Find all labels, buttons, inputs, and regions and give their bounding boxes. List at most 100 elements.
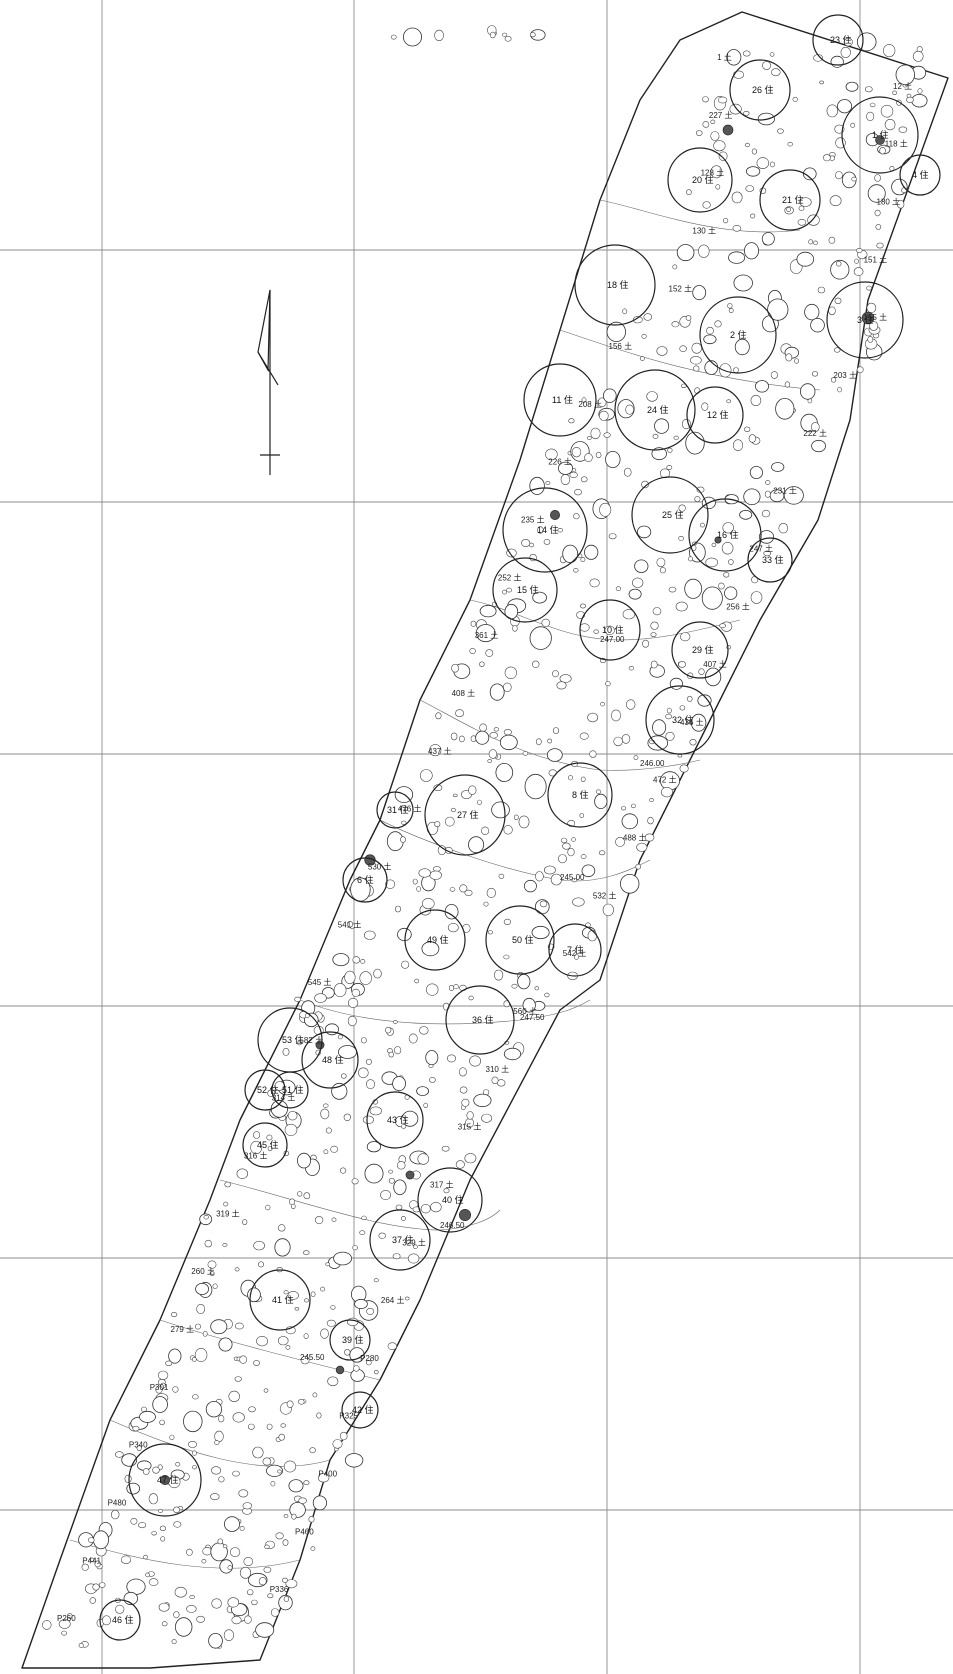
pit [115,1604,125,1614]
pit [732,225,742,232]
pit [284,1123,298,1136]
pit [743,488,761,506]
pit-label: 408 土 [452,688,476,698]
pit [303,1480,310,1486]
pit [692,285,707,301]
hearth-feature [335,1365,345,1375]
pit-label: 180 土 [877,197,901,207]
pit [573,954,579,960]
house-outline [341,1391,379,1429]
pit [340,1167,347,1174]
pit [417,1153,430,1165]
pit [615,837,625,847]
pit [656,346,668,356]
pit [556,681,567,690]
pit [579,813,585,818]
pit [636,525,652,539]
pit-label: 542 土 [563,948,587,958]
pit [756,157,769,169]
pit [138,1522,147,1529]
pit [631,803,636,809]
pit [308,1515,315,1523]
pit [421,898,435,910]
pit [171,1312,178,1318]
pit [218,1476,225,1483]
pit [473,1093,492,1108]
pit [503,918,512,926]
pit [813,240,818,245]
pit [750,591,763,604]
pit [312,1392,318,1398]
pit [89,1597,97,1604]
house-label: 12 住 [707,409,729,420]
pit [388,1178,395,1184]
pit [390,34,397,40]
pit [429,744,442,757]
pit [610,709,621,722]
pit [291,1513,297,1520]
pit [152,1466,160,1474]
pit [264,1544,270,1550]
pit [762,61,772,70]
pit [359,1230,366,1235]
pit [867,184,886,203]
pit [572,897,585,907]
pit-label: 541 土 [338,919,362,929]
pit [314,1216,324,1225]
pit [468,995,474,1001]
pit [587,435,592,440]
house-label: 45 住 [257,1139,279,1150]
pit [502,682,512,692]
pit [239,1355,248,1364]
pit-label: 582 土 [299,1035,323,1045]
pit [160,1382,166,1389]
pit [366,1307,375,1315]
pit-label: 361 土 [475,630,499,640]
pit [479,661,485,667]
pit-label: 319 土 [216,1208,240,1218]
pit [778,522,789,534]
pit [402,27,422,47]
pit [174,1617,193,1637]
pit [584,544,599,560]
pit [800,383,816,400]
pit [602,388,617,403]
pit [874,209,881,217]
pit [522,751,529,756]
pit [568,418,575,424]
pit [491,801,510,819]
pit [212,1283,218,1289]
pit [303,1192,311,1200]
pit [834,297,842,304]
house-outline [492,557,558,623]
pit [252,1446,264,1459]
pit-label: 329 土 [402,1237,426,1247]
pit [168,1348,182,1364]
excavation-boundary [21,11,949,1669]
pit [173,1506,180,1514]
pit [560,473,571,485]
pit [294,996,301,1003]
pit [412,878,418,885]
hearth-feature [875,135,885,145]
house-outline [812,14,864,66]
pit [641,333,647,339]
pit [642,639,650,648]
pit [552,670,559,678]
pit [590,427,601,440]
pit [466,1111,474,1120]
pit [159,1525,166,1532]
pit-label: 235 土 [521,515,545,525]
pit [587,712,599,723]
pit [560,837,568,844]
pit [620,873,640,894]
pit [602,903,614,917]
pit [300,1355,310,1365]
pit [277,1336,289,1346]
pit [359,971,372,985]
pit [690,713,707,732]
pit [89,1557,95,1562]
pit [771,462,785,472]
pit [283,1460,297,1473]
pit [603,432,611,438]
